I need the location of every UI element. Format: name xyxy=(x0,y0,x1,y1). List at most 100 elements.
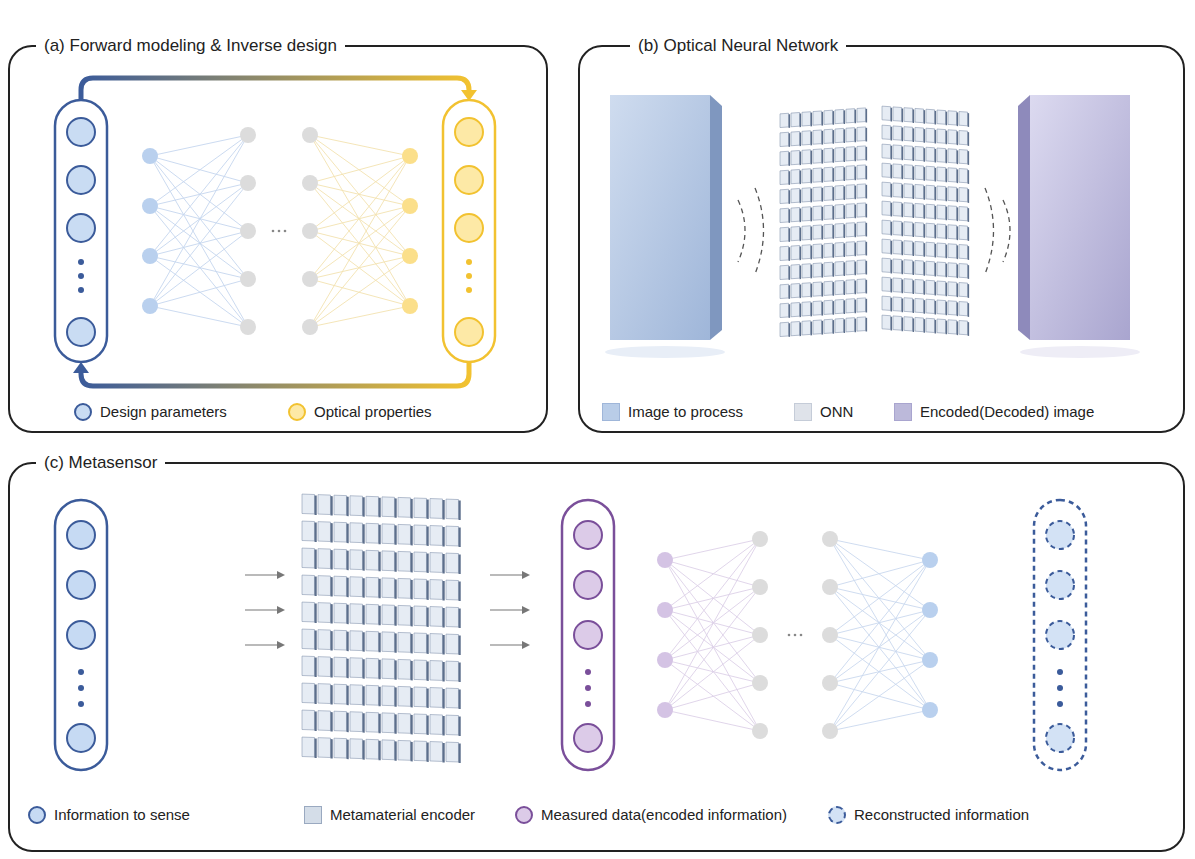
meta-atom xyxy=(334,657,346,677)
meta-atom xyxy=(893,145,902,159)
network-link xyxy=(150,156,248,327)
meta-atom-side xyxy=(362,713,364,733)
circle-node xyxy=(142,298,158,314)
meta-atom xyxy=(835,261,844,275)
vector-column xyxy=(55,100,107,362)
meta-atom-side xyxy=(442,635,444,655)
meta-atom-side xyxy=(844,129,846,143)
network-link xyxy=(150,256,248,327)
meta-atom-side xyxy=(811,265,813,279)
meta-atom-side xyxy=(458,690,460,710)
meta-atom-side xyxy=(458,582,460,602)
image-slab-side xyxy=(1018,95,1030,340)
circle-node xyxy=(1046,521,1074,549)
meta-atom-side xyxy=(866,261,868,275)
meta-atom-side xyxy=(946,302,948,316)
circle-node xyxy=(922,602,938,618)
vector-column xyxy=(55,500,107,770)
meta-atom xyxy=(846,147,855,161)
meta-atom xyxy=(382,740,394,760)
meta-atom-side xyxy=(314,658,316,678)
meta-atom xyxy=(302,521,314,541)
meta-atom-side xyxy=(822,207,824,221)
meta-atom-side xyxy=(891,146,893,160)
network-link xyxy=(310,135,410,256)
circle-node xyxy=(822,723,838,739)
meta-atom-side xyxy=(866,109,868,123)
meta-atom-side xyxy=(913,204,915,218)
panel-title: (c) Metasensor xyxy=(36,452,165,474)
meta-atom xyxy=(904,317,913,331)
circle-node xyxy=(794,634,797,637)
circle-node xyxy=(822,579,838,595)
circle-node xyxy=(822,531,838,547)
meta-atom xyxy=(446,688,458,708)
meta-atom xyxy=(893,107,902,121)
meta-atom-side xyxy=(426,715,428,735)
meta-atom xyxy=(948,149,957,163)
meta-atom-side xyxy=(442,608,444,628)
legend-text: Measured data(encoded information) xyxy=(541,805,787,825)
meta-atom xyxy=(904,184,913,198)
network-link xyxy=(150,231,248,306)
meta-atom xyxy=(366,685,378,705)
meta-atom-side xyxy=(946,283,948,297)
network-link xyxy=(150,156,248,279)
image-slab-side xyxy=(710,95,722,340)
meta-atom xyxy=(398,740,410,760)
meta-atom xyxy=(398,497,410,517)
meta-atom-side xyxy=(891,165,893,179)
meta-atom xyxy=(915,165,924,179)
circle-node xyxy=(752,723,768,739)
meta-atom-side xyxy=(426,742,428,762)
meta-atom xyxy=(334,630,346,650)
meta-atom-side xyxy=(957,131,959,145)
meta-atom-side xyxy=(346,659,348,679)
circle-node xyxy=(1057,685,1063,691)
network-link xyxy=(150,279,248,306)
network-link xyxy=(830,560,930,683)
meta-atom xyxy=(302,629,314,649)
meta-atom xyxy=(937,186,946,200)
meta-atom-side xyxy=(844,224,846,238)
meta-atom xyxy=(791,264,800,278)
meta-atom-side xyxy=(800,208,802,222)
meta-atom xyxy=(302,656,314,676)
meta-atom xyxy=(318,522,330,542)
meta-atom-side xyxy=(957,150,959,164)
circle-node xyxy=(788,634,791,637)
meta-atom-side xyxy=(378,606,380,626)
meta-atom-side xyxy=(330,496,332,516)
meta-atom xyxy=(366,604,378,624)
meta-atom xyxy=(318,630,330,650)
network-link xyxy=(665,635,760,660)
meta-atom xyxy=(915,222,924,236)
circle-node xyxy=(302,319,318,335)
meta-atom xyxy=(948,206,957,220)
legend-swatch xyxy=(515,806,533,824)
meta-atom xyxy=(813,320,822,334)
meta-atom-side xyxy=(968,227,970,241)
meta-atom-side xyxy=(913,261,915,275)
meta-atom-side xyxy=(968,322,970,336)
meta-atom xyxy=(382,605,394,625)
meta-atom xyxy=(926,166,935,180)
circle-node xyxy=(240,175,256,191)
meta-atom-side xyxy=(789,266,791,280)
meta-atom-side xyxy=(833,149,835,163)
meta-atom-side xyxy=(913,128,915,142)
meta-atom xyxy=(802,188,811,202)
circle-node xyxy=(67,571,95,599)
meta-atom xyxy=(893,297,902,311)
meta-atom-side xyxy=(410,661,412,681)
arrow-head xyxy=(522,606,530,614)
meta-atom-side xyxy=(789,247,791,261)
meta-atom xyxy=(430,661,442,681)
meta-atom xyxy=(813,206,822,220)
meta-atom-side xyxy=(891,184,893,198)
network-link xyxy=(830,539,930,660)
meta-atom xyxy=(857,108,866,122)
meta-atom-side xyxy=(866,185,868,199)
meta-atom xyxy=(302,710,314,730)
meta-atom-side xyxy=(811,303,813,317)
